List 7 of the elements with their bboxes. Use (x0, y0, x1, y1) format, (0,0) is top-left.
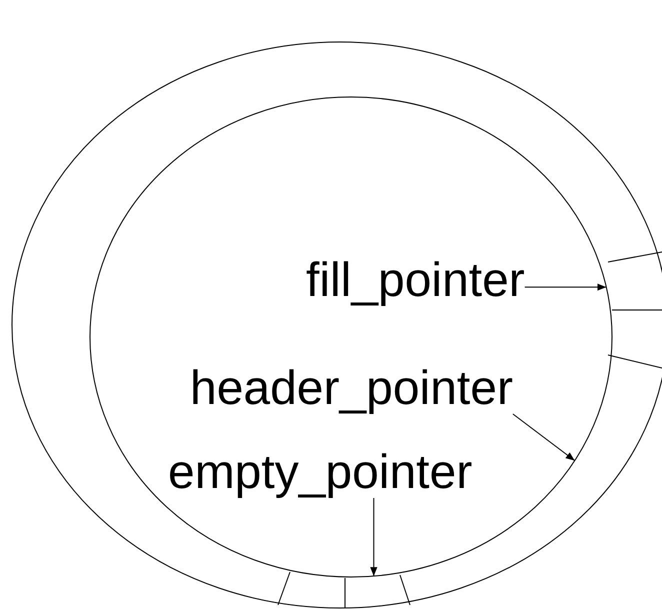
pointer-label: empty_pointer (168, 448, 472, 498)
leader-arrow (512, 414, 576, 462)
ring-buffer-drawing (12, 42, 662, 608)
pointer-label: fill_pointer (306, 256, 525, 306)
leader-arrow (370, 498, 378, 577)
pointer-label: header_pointer (190, 364, 513, 414)
leader-arrow (524, 284, 607, 291)
